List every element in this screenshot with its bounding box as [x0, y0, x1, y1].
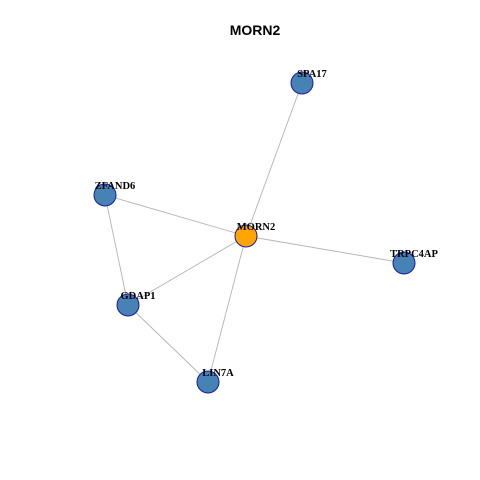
node-label-gdap1: GDAP1: [121, 291, 156, 302]
node-trpc4ap[interactable]: [392, 251, 416, 275]
edge-gdap1-lin7a: [127, 304, 209, 383]
edge-morn2-zfand6: [104, 194, 247, 237]
node-zfand6[interactable]: [93, 183, 117, 207]
edge-morn2-spa17: [245, 82, 303, 237]
node-label-trpc4ap: TRPC4AP: [390, 249, 438, 260]
edge-morn2-trpc4ap: [245, 235, 405, 264]
node-gdap1[interactable]: [116, 293, 140, 317]
node-spa17[interactable]: [290, 71, 314, 95]
edge-zfand6-gdap1: [104, 194, 129, 306]
edge-morn2-lin7a: [207, 235, 247, 383]
node-lin7a[interactable]: [196, 370, 220, 394]
edges-layer: [104, 82, 405, 383]
node-label-lin7a: LIN7A: [202, 368, 234, 379]
node-morn2[interactable]: [234, 224, 258, 248]
node-label-zfand6: ZFAND6: [95, 181, 136, 192]
node-label-morn2: MORN2: [237, 222, 276, 233]
nodes-layer: [93, 71, 416, 394]
diagram-title: MORN2: [230, 22, 281, 38]
edge-morn2-gdap1: [127, 235, 247, 306]
node-label-spa17: SPA17: [297, 69, 327, 80]
